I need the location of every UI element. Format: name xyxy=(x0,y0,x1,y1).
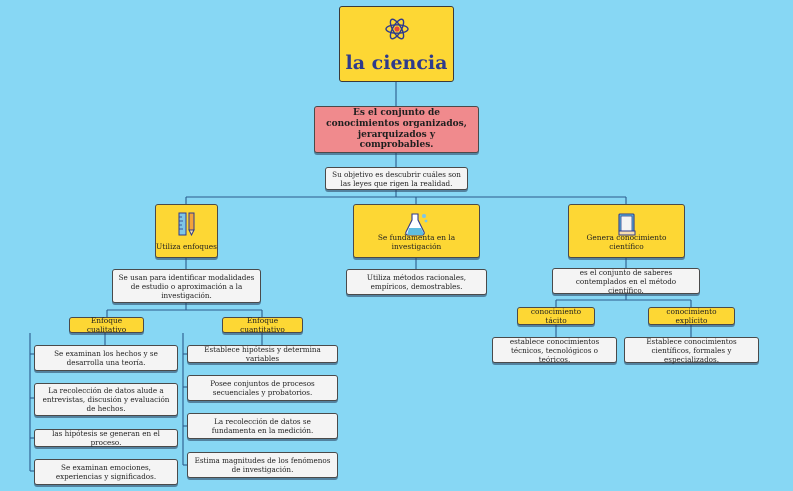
book-icon xyxy=(617,213,635,236)
ruler-pencil-icon xyxy=(178,212,195,237)
investigacion-description[interactable]: Utiliza métodos racionales, empíricos, d… xyxy=(346,269,487,295)
branch-card-investigacion[interactable]: Se fundamenta en la investigación xyxy=(353,204,480,258)
tag-conocimiento-explicito[interactable]: conocimiento explícito xyxy=(648,307,735,325)
cualitativo-item[interactable]: La recolección de datos alude a entrevis… xyxy=(34,383,178,416)
atom-icon xyxy=(384,18,409,40)
root-node[interactable]: la ciencia xyxy=(339,6,454,82)
root-title: la ciencia xyxy=(345,52,448,74)
tag-enfoque-cualitativo[interactable]: Enfoque cualitativo xyxy=(69,316,144,334)
objective-node[interactable]: Su objetivo es descubrir cuáles son las … xyxy=(325,167,468,190)
cuantitativo-item[interactable]: Posee conjuntos de procesos secuenciales… xyxy=(187,375,338,401)
cuantitativo-item[interactable]: La recolección de datos se fundamenta en… xyxy=(187,413,338,439)
branch-card-enfoques[interactable]: Utiliza enfoques xyxy=(155,204,218,258)
branch-card-conocimiento[interactable]: Genera conocimiento científico xyxy=(568,204,685,258)
explicito-description[interactable]: Establece conocimientos científicos, for… xyxy=(624,337,759,364)
definition-node[interactable]: Es el conjunto de conocimientos organiza… xyxy=(314,106,479,153)
branch-label-conocimiento: Genera conocimiento científico xyxy=(586,233,667,251)
cualitativo-item[interactable]: Se examinan emociones, experiencias y si… xyxy=(34,459,178,485)
laboratory-flask-icon xyxy=(404,213,427,236)
tag-enfoque-cuantitativo[interactable]: Enfoque cuantitativo xyxy=(222,316,303,334)
cuantitativo-item[interactable]: Estima magnitudes de los fenómenos de in… xyxy=(187,452,338,478)
conocimiento-description[interactable]: es el conjunto de saberes contemplados e… xyxy=(552,268,700,295)
cualitativo-item[interactable]: las hipótesis se generan en el proceso. xyxy=(34,429,178,447)
enfoques-description[interactable]: Se usan para identificar modalidades de … xyxy=(112,269,261,303)
tacito-description[interactable]: establece conocimientos técnicos, tecnol… xyxy=(492,337,617,364)
branch-label-investigacion: Se fundamenta en la investigación xyxy=(377,233,456,251)
tag-conocimiento-tacito[interactable]: conocimiento tácito xyxy=(517,307,595,325)
cualitativo-item[interactable]: Se examinan los hechos y se desarrolla u… xyxy=(34,345,178,371)
branch-label-enfoques: Utiliza enfoques xyxy=(156,242,217,251)
cuantitativo-item[interactable]: Establece hipótesis y determina variable… xyxy=(187,345,338,363)
